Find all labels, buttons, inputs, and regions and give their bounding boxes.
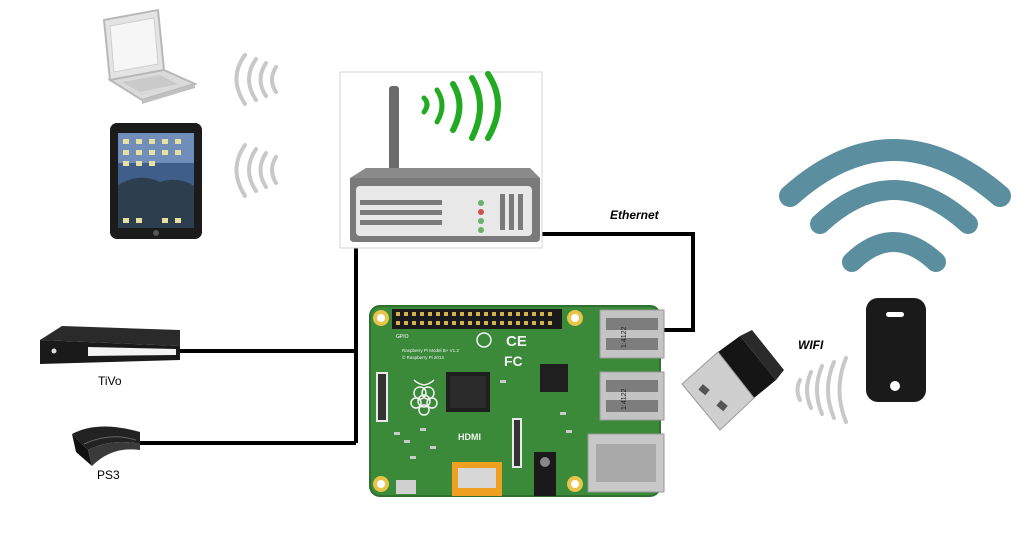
tablet-icon — [110, 123, 202, 239]
usb-wifi-dongle-icon — [681, 330, 784, 431]
wifi-symbol-icon — [779, 139, 1011, 272]
smartphone-icon — [866, 298, 926, 402]
connection-lines — [140, 232, 695, 445]
dongle-wifi-waves-icon — [795, 356, 848, 424]
laptop-icon — [102, 8, 198, 104]
wifi-label: WIFI — [798, 338, 824, 352]
ce-mark: CE — [506, 333, 527, 350]
board-model-text: Raspberry Pi Model B+ V1.2 — [402, 348, 459, 353]
usb-port-1-label: 1:4122 — [621, 326, 628, 348]
ethernet-label: Ethernet — [610, 208, 659, 222]
tivo-icon — [40, 326, 180, 364]
raspberry-logo-icon — [410, 379, 438, 416]
usb-port-2-label: 1:4122 — [621, 388, 628, 410]
ps3-icon — [72, 426, 140, 466]
fc-mark: FC — [504, 353, 523, 369]
hdmi-label: HDMI — [458, 432, 481, 442]
ethernet-cable — [540, 232, 695, 332]
tivo-label: TiVo — [98, 374, 122, 388]
tablet-wifi-waves-icon — [234, 143, 278, 198]
gpio-label: GPIO — [396, 334, 409, 340]
board-copyright-text: © Raspberry Pi 2014 — [402, 354, 444, 360]
router-signal-icon — [421, 71, 501, 141]
laptop-wifi-waves-icon — [234, 53, 278, 106]
raspberry-pi-icon: GPIO CE FC Raspberry Pi Model B+ V1.2 © … — [369, 305, 665, 497]
ps3-label: PS3 — [97, 468, 120, 482]
